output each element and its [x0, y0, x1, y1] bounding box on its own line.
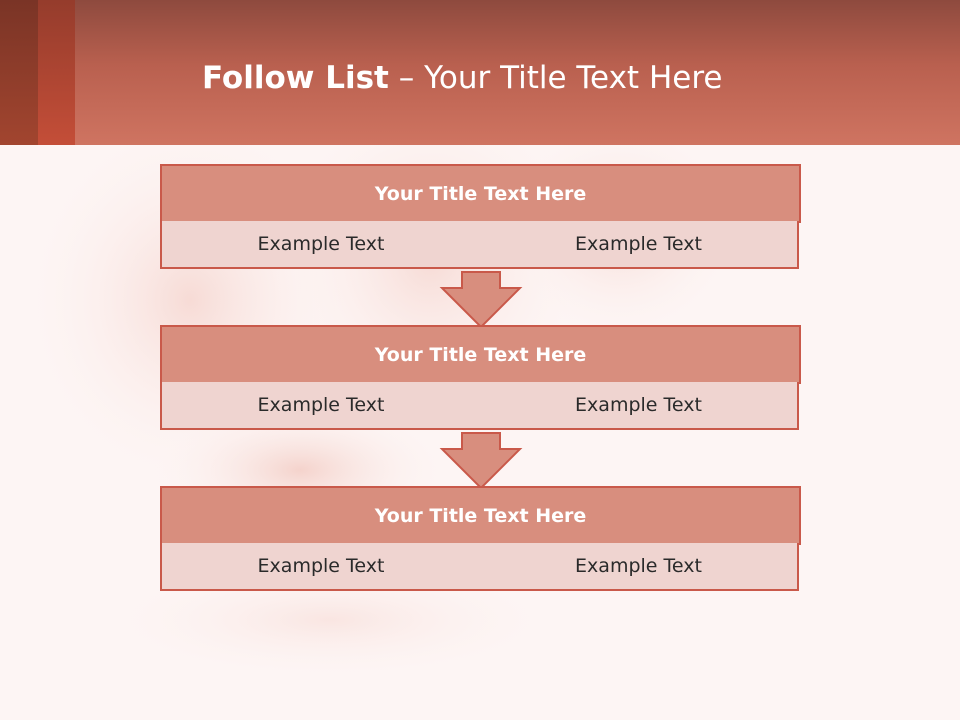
step-cell-left: Example Text: [160, 543, 482, 591]
step-cell-right: Example Text: [480, 543, 799, 591]
step-title: Your Title Text Here: [160, 486, 801, 545]
step-cell-left: Example Text: [160, 382, 482, 430]
step-cell-left: Example Text: [160, 221, 482, 269]
page-title-rest: – Your Title Text Here: [388, 60, 723, 96]
down-arrow-icon: [439, 271, 523, 329]
step-title: Your Title Text Here: [160, 325, 801, 384]
page-title: Follow List – Your Title Text Here: [202, 56, 722, 100]
header-accent-stripe: [38, 0, 75, 145]
step-cell-right: Example Text: [480, 382, 799, 430]
header-band: [0, 0, 960, 145]
step-title: Your Title Text Here: [160, 164, 801, 223]
down-arrow-icon: [439, 432, 523, 490]
step-cell-right: Example Text: [480, 221, 799, 269]
header-accent-stripe: [0, 0, 38, 145]
page-title-bold: Follow List: [202, 60, 389, 96]
